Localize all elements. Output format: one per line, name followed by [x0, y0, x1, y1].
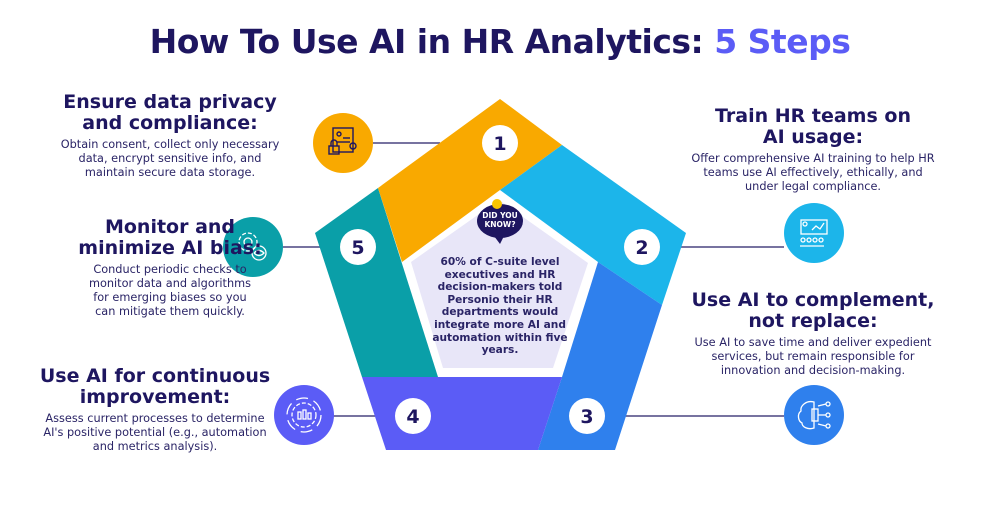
number-circle-4	[395, 398, 431, 434]
step-5-body: Conduct periodic checks to monitor data …	[88, 263, 252, 318]
did-you-know-line2: KNOW?	[484, 220, 516, 229]
number-circle-1	[482, 125, 518, 161]
number-circle-5	[340, 229, 376, 265]
gear-eye-icon	[223, 217, 283, 277]
did-you-know-line1: DID YOU	[482, 211, 518, 220]
connector-lines	[283, 142, 784, 417]
number-circle-2	[624, 229, 660, 265]
lightbulb-icon	[492, 199, 502, 209]
step-4-body: Assess current processes to determine AI…	[43, 412, 267, 453]
gear-chart-icon	[274, 385, 334, 445]
step-3-body: Use AI to save time and deliver expedien…	[694, 336, 932, 377]
page-title: How To Use AI in HR Analytics: 5 Steps	[0, 22, 1000, 61]
presentation-training-icon	[784, 203, 844, 263]
title-accent: 5 Steps	[714, 22, 851, 61]
ai-brain-circuit-icon	[784, 385, 844, 445]
segment-3	[538, 262, 662, 450]
did-you-know-bubble	[477, 199, 523, 244]
step-2-body: Offer comprehensive AI training to help …	[691, 152, 935, 193]
step-3-title: Use AI to complement,not replace:	[691, 289, 935, 332]
inner-pentagon	[411, 200, 588, 368]
step-number-2: 2	[635, 237, 648, 259]
number-circle-3	[569, 398, 605, 434]
step-3-block: Use AI to complement,not replace: Use AI…	[683, 290, 943, 378]
step-1-body: Obtain consent, collect only necessary d…	[60, 138, 280, 179]
step-number-3: 3	[580, 406, 593, 428]
center-fact-text: 60% of C-suite level executives and HR d…	[432, 256, 568, 357]
document-lock-icon	[313, 113, 373, 173]
segment-2	[500, 145, 686, 305]
step-number-5: 5	[351, 237, 364, 259]
step-number-4: 4	[406, 406, 419, 428]
title-main: How To Use AI in HR Analytics:	[149, 22, 715, 61]
step-number-1: 1	[493, 133, 506, 155]
segment-4	[362, 377, 562, 450]
